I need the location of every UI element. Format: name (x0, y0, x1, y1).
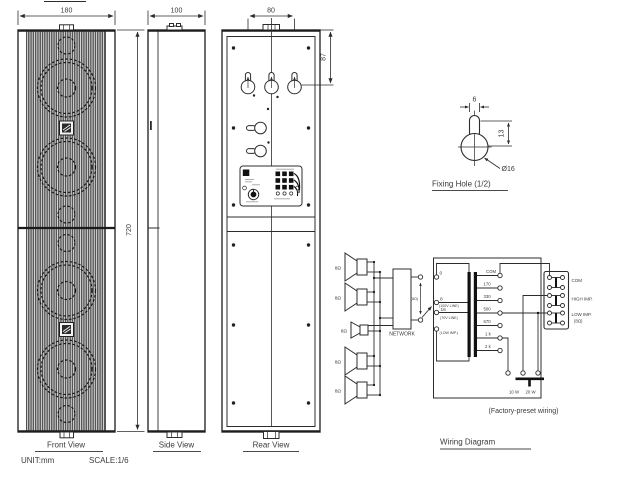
rear-side-keyholes (246, 121, 267, 158)
slot-width-dimension: 6 (460, 97, 489, 112)
side-bottom-bracket (166, 431, 183, 438)
side-view: 100 Side View (147, 8, 206, 452)
slot-length-dimension: 13 (480, 120, 512, 147)
wiring-diagram-title: Wiring Diagram (440, 438, 495, 447)
panel-fineprint (245, 168, 294, 203)
network-box (392, 268, 412, 330)
scale-label: SCALE:1/6 (89, 456, 129, 465)
tap-670: 670 (484, 319, 492, 324)
tap-170: 170 (484, 282, 492, 287)
tap-low-label: (LOW IMP.) (440, 331, 459, 335)
front-width-dimension: 180 (17, 8, 116, 25)
logo-badge (59, 120, 74, 136)
primary-taps: 0 8 (100V LINE) 16 (70V LINE) (LOW IMP.) (433, 263, 470, 362)
speaker-impedance: 8Ω (341, 329, 348, 335)
power-20w-label: 20 W (525, 390, 536, 395)
tap-16-label: 16 (441, 307, 447, 313)
rear-screws (231, 46, 311, 405)
rear-cabinet (221, 29, 321, 433)
front-speaker-outlines (36, 36, 97, 424)
tap-500: 500 (484, 307, 492, 312)
speaker-symbols (344, 252, 369, 405)
factory-preset-box (433, 257, 542, 399)
block-com-label: COM (572, 278, 583, 283)
link-impedance-label: (8Ω) (411, 297, 418, 301)
block-low-sub: (8Ω) (574, 319, 583, 324)
speaker-impedance: 8Ω (335, 296, 342, 302)
diameter-callout: Ø16 (484, 157, 515, 173)
panel-label-block (242, 169, 250, 176)
tap-2k: 2 k (485, 344, 492, 349)
front-view-title: Front View (47, 441, 85, 450)
logo-badge (59, 322, 74, 337)
speaker-impedance: 8Ω (335, 360, 342, 366)
diameter-value: Ø16 (502, 166, 515, 173)
transformer (467, 272, 477, 357)
rear-hole-span-value: 80 (267, 8, 275, 15)
side-depth-dimension: 100 (147, 8, 206, 25)
front-bottom-bracket (59, 431, 74, 439)
power-10w-label: 10 W (509, 390, 520, 395)
block-low-label: LOW IMP. (572, 312, 592, 317)
wiring-diagram: 8Ω 8Ω 8Ω 8Ω 8Ω NETWORK (8Ω) (335, 252, 593, 450)
side-top-bracket (166, 23, 183, 31)
tap-8-sub: (100V LINE) (439, 304, 459, 308)
rear-view: 80 (221, 8, 334, 452)
side-cabinet (147, 29, 206, 433)
terminal-block: COM HIGH IMP. LOW IMP. (8Ω) (543, 270, 593, 330)
rear-keyholes (240, 72, 302, 95)
tap-1k: 1 k (485, 332, 492, 337)
side-depth-value: 100 (171, 8, 183, 15)
tap-330: 330 (484, 294, 492, 299)
rotary-selector (247, 188, 260, 201)
speaker-wiring (367, 260, 393, 397)
secondary-taps: COM 170 330 500 670 1 k 2 k (477, 269, 503, 354)
fixing-hole-detail: 6 13 Ø16 Fixing Hole (1/2) (432, 97, 515, 191)
rear-hole-offset-value: 87 (321, 53, 328, 61)
rear-bottom-bracket (263, 431, 280, 439)
rear-hole-offset-dimension: 87 (301, 29, 334, 86)
factory-preset-note: (Factory-preset wiring) (488, 408, 558, 415)
speaker-grille (26, 31, 106, 431)
block-high-label: HIGH IMP. (572, 297, 593, 302)
tap-16-sub: (70V LINE) (440, 316, 458, 320)
unit-label: UNIT:mm (21, 456, 55, 465)
power-select: 10 W 20 W (505, 370, 544, 395)
preset-wires (499, 263, 550, 371)
slot-width-value: 6 (473, 97, 477, 104)
side-view-title: Side View (159, 441, 195, 450)
fixing-hole-title: Fixing Hole (1/2) (432, 180, 491, 189)
front-view: 180 (17, 1, 145, 452)
rear-view-title: Rear View (253, 441, 290, 450)
front-height-dimension: 720 (117, 29, 145, 432)
front-top-bracket (59, 24, 74, 31)
tap-8-label: 8 (440, 297, 443, 303)
selector-wiper (421, 306, 432, 318)
front-height-value: 720 (126, 224, 133, 236)
front-width-value: 180 (61, 8, 73, 15)
network-label: NETWORK (389, 332, 415, 338)
speaker-impedance: 8Ω (335, 266, 342, 272)
tap-com: COM (486, 269, 496, 274)
terminal-strip (275, 171, 301, 197)
rear-control-panel (239, 165, 303, 207)
speaker-impedance: 8Ω (335, 389, 342, 395)
impedance-selector: (8Ω) (411, 274, 432, 323)
slot-length-value: 13 (499, 130, 506, 138)
tap-0-label: 0 (440, 271, 443, 277)
rear-small-holes (252, 94, 279, 144)
